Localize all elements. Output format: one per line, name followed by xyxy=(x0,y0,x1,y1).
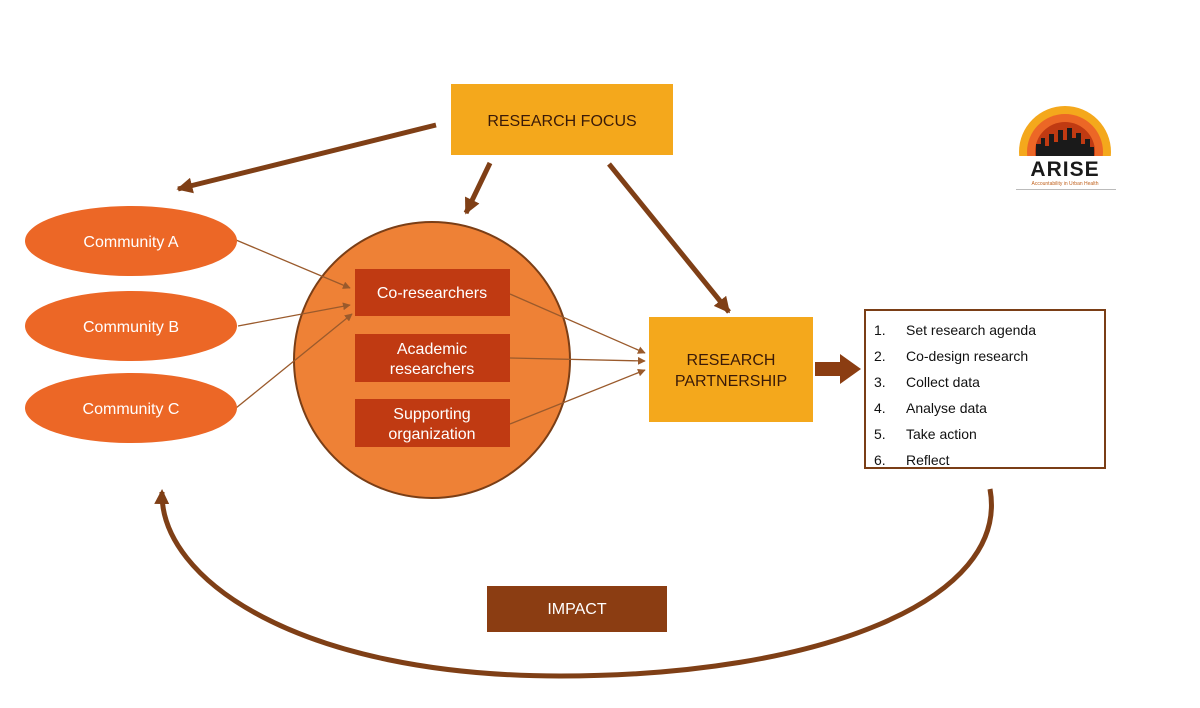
research-steps-list: 1. Set research agenda 2. Co-design rese… xyxy=(864,309,1106,469)
step-label: Set research agenda xyxy=(906,322,1036,338)
focus-to-partnership-arrow xyxy=(607,162,731,314)
logo-wordmark: ARISE xyxy=(1030,158,1100,181)
academic-researchers-box xyxy=(355,334,510,382)
step-label: Take action xyxy=(906,426,977,442)
arise-logo: ARISE Accountability in Urban Health xyxy=(1014,100,1116,198)
step-label: Analyse data xyxy=(906,400,987,416)
community-b-ellipse xyxy=(25,291,237,361)
academic-researchers-label-line2: researchers xyxy=(390,361,474,378)
step-number: 4. xyxy=(874,400,886,416)
co-researchers-to-partnership-link xyxy=(509,293,646,354)
research-partnership-box xyxy=(649,317,813,422)
co-researchers-box xyxy=(355,269,510,316)
supporting-organization-box xyxy=(355,399,510,447)
list-item: 3. Collect data xyxy=(874,372,1104,398)
logo-tagline: Accountability in Urban Health xyxy=(1031,181,1099,187)
community-b-link xyxy=(237,302,351,327)
step-number: 2. xyxy=(874,348,886,364)
focus-to-circle-arrow xyxy=(463,161,493,215)
impact-label: IMPACT xyxy=(547,601,606,618)
academic-to-partnership-link xyxy=(509,356,646,365)
step-number: 3. xyxy=(874,374,886,390)
logo-divider xyxy=(1016,189,1116,190)
academic-researchers-label-line1: Academic xyxy=(397,341,467,358)
focus-to-communities-arrow xyxy=(176,122,437,194)
research-focus-label: RESEARCH FOCUS xyxy=(487,113,636,130)
partnership-to-steps-arrow xyxy=(815,354,861,384)
list-item: 6. Reflect xyxy=(874,450,1104,476)
arise-logo-icon xyxy=(1014,106,1116,198)
supporting-organization-label-line1: Supporting xyxy=(393,406,470,423)
step-label: Co-design research xyxy=(906,348,1029,364)
list-item: 5. Take action xyxy=(874,424,1104,450)
research-focus-box xyxy=(451,84,673,155)
community-a-label: Community A xyxy=(83,234,178,251)
step-label: Collect data xyxy=(906,374,980,390)
supporting-organization-label-line2: organization xyxy=(388,426,475,443)
impact-box xyxy=(487,586,667,632)
community-a-ellipse xyxy=(25,206,237,276)
step-number: 1. xyxy=(874,322,886,338)
list-item: 4. Analyse data xyxy=(874,398,1104,424)
list-item: 1. Set research agenda xyxy=(874,320,1104,346)
community-a-link xyxy=(235,239,351,289)
community-c-ellipse xyxy=(25,373,237,443)
community-b-label: Community B xyxy=(83,319,179,336)
list-item: 2. Co-design research xyxy=(874,346,1104,372)
step-label: Reflect xyxy=(906,452,950,468)
community-c-link xyxy=(235,313,353,409)
community-c-label: Community C xyxy=(83,401,180,418)
co-researchers-label: Co-researchers xyxy=(377,285,487,302)
step-number: 6. xyxy=(874,452,886,468)
supporting-to-partnership-link xyxy=(509,368,646,425)
step-number: 5. xyxy=(874,426,886,442)
research-partnership-label-line1: RESEARCH xyxy=(687,352,776,369)
impact-feedback-curve xyxy=(154,488,994,679)
research-partnership-label-line2: PARTNERSHIP xyxy=(675,373,787,390)
